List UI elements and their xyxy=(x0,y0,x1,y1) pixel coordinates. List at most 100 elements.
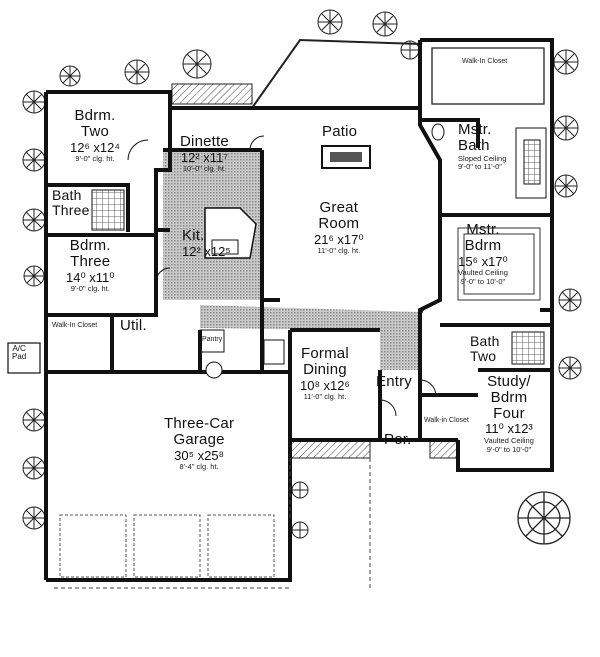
room-name: Formal xyxy=(301,345,349,362)
room-name: Mstr. xyxy=(466,221,500,238)
room-dimensions: 12² x11⁷ xyxy=(180,149,229,165)
shrub xyxy=(558,288,582,312)
patio-outline xyxy=(251,38,421,110)
shrub xyxy=(59,65,81,87)
room-name: Garage xyxy=(173,430,225,448)
ceiling-height: 11'-0" clg. ht. xyxy=(317,246,361,256)
hall-tile-floor xyxy=(200,305,420,370)
room-dimensions: 14⁰ x11⁰ xyxy=(66,269,115,285)
master-shower xyxy=(523,139,541,185)
shrub xyxy=(124,59,150,85)
room-name: Bath xyxy=(470,333,500,349)
door-swings xyxy=(127,135,437,417)
shrub xyxy=(23,265,45,287)
ceiling-height: 9'-0" to 10'-0" xyxy=(460,277,506,287)
room-dimensions: 30⁵ x25⁸ xyxy=(174,447,225,463)
bath-three-tub xyxy=(91,189,125,231)
ceiling-height: 11'-0" clg. ht. xyxy=(303,392,347,402)
room-entry: Entry xyxy=(376,374,412,390)
room-bath-two: Bath Two xyxy=(470,334,500,363)
shrub xyxy=(22,90,46,114)
room-porch: Por. xyxy=(384,432,411,448)
room-bath-three: Bath Three xyxy=(52,188,90,217)
room-dimensions: 15⁶ x17⁰ xyxy=(458,253,508,269)
room-name: Bath xyxy=(458,136,490,154)
room-bdrm-three: Bdrm. Three 14⁰ x11⁰ 9'-0" clg. ht. xyxy=(66,238,115,293)
room-name: Util. xyxy=(120,317,147,334)
room-dimensions: 11⁰ x12³ xyxy=(485,421,533,437)
ceiling-height: Sloped Ceiling xyxy=(458,153,507,163)
room-mstr-bath: Mstr. Bath Sloped Ceiling 9'-0" to 11'-0… xyxy=(458,122,506,171)
room-name: A/C xyxy=(12,344,26,353)
room-name: Study/ xyxy=(487,373,531,390)
walk-in-closet-study-label: Walk-in Closet xyxy=(424,417,469,424)
master-toilet xyxy=(431,123,445,141)
shrub xyxy=(554,174,578,198)
walk-in-closet-left-label: Walk-In Closet xyxy=(52,322,98,329)
shrub xyxy=(517,491,571,545)
room-formal-dining: Formal Dining 10⁸ x12⁶ 11'-0" clg. ht. xyxy=(300,346,350,401)
room-name: Entry xyxy=(376,373,413,390)
garden-strip-top xyxy=(171,83,253,105)
garden-strip-right xyxy=(429,439,459,459)
room-dimensions: 21⁶ x17⁰ xyxy=(314,231,364,247)
shrub xyxy=(553,49,579,75)
water-heater xyxy=(205,361,223,379)
walls xyxy=(44,38,554,582)
room-mstr-bdrm: Mstr. Bdrm 15⁶ x17⁰ Vaulted Ceiling 9'-0… xyxy=(458,222,508,286)
room-name: Great xyxy=(319,199,359,216)
room-name: Two xyxy=(80,122,110,140)
room-name: Bdrm xyxy=(490,388,528,406)
room-name: Dining xyxy=(303,360,347,378)
shrub xyxy=(22,408,46,432)
pantry-outline xyxy=(199,329,225,353)
room-util: Util. xyxy=(120,318,147,334)
shrub xyxy=(22,148,46,172)
shrub xyxy=(22,456,46,480)
shrub xyxy=(182,49,212,79)
shrub xyxy=(317,9,343,35)
room-name: Three xyxy=(70,252,111,270)
shrub xyxy=(553,115,579,141)
room-name: Bath xyxy=(52,187,82,203)
room-name: Dinette xyxy=(180,133,229,150)
pantry-label: Pantry xyxy=(202,336,223,343)
room-name: Three xyxy=(52,201,90,218)
room-patio: Patio xyxy=(322,124,357,140)
shrub xyxy=(22,208,46,232)
walk-in-closet-master-label: Walk-In Closet xyxy=(462,58,508,65)
laundry-appliance xyxy=(263,339,285,365)
room-name: Room xyxy=(318,214,360,232)
garden-strip-bottom xyxy=(289,439,371,459)
fireplace-hearth xyxy=(330,152,362,162)
room-dimensions: 12⁶ x12⁴ xyxy=(70,139,120,155)
ceiling-height: 9'-0" to 10'-0" xyxy=(486,444,532,454)
bath-two-shower xyxy=(511,331,545,365)
shrub xyxy=(558,356,582,380)
ceiling-height: Vaulted Ceiling xyxy=(458,268,508,278)
walkway xyxy=(289,458,371,588)
vaulted-ceiling-outline xyxy=(457,227,541,301)
room-kit: Kit. 12² x12⁵ xyxy=(182,228,231,258)
ceiling-height: 9'-0" clg. ht. xyxy=(70,284,110,294)
ceiling-height: Vaulted Ceiling xyxy=(484,435,534,445)
room-name: Por. xyxy=(384,431,412,448)
room-great-room: Great Room 21⁶ x17⁰ 11'-0" clg. ht. xyxy=(314,200,364,255)
room-bdrm-two: Bdrm. Two 12⁶ x12⁴ 9'-0" clg. ht. xyxy=(70,108,120,163)
kitchen-sink xyxy=(211,239,239,255)
shrub xyxy=(372,11,398,37)
room-name: Two xyxy=(470,347,497,364)
room-name: Three-Car xyxy=(164,415,235,432)
room-dinette: Dinette 12² x11⁷ 10'-0" clg. ht. xyxy=(180,134,229,173)
room-name: Bdrm xyxy=(464,236,502,254)
room-study: Study/ Bdrm Four 11⁰ x12³ Vaulted Ceilin… xyxy=(484,374,534,454)
room-name: Mstr. xyxy=(458,121,492,138)
closet-master-outline xyxy=(431,47,545,105)
landscaping-shrubs xyxy=(22,9,582,545)
shrub xyxy=(291,521,309,539)
room-name: Pad xyxy=(12,352,27,362)
room-dimensions: 12² x12⁵ xyxy=(182,243,231,259)
ac-pad-outline xyxy=(7,342,41,374)
ceiling-height: 9'-0" clg. ht. xyxy=(75,154,115,164)
